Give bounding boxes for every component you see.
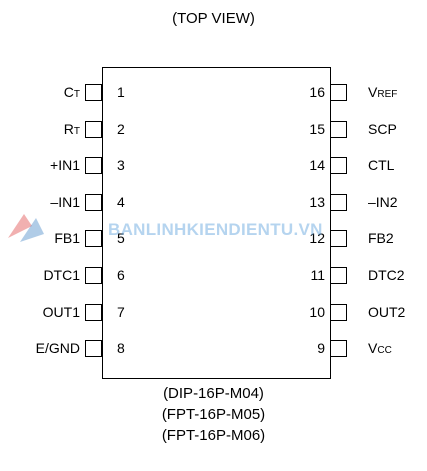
pin-1-lead [85,84,102,101]
pin-15-lead [330,121,347,138]
pin-8-lead [85,340,102,357]
pin-2-subscript: T [73,126,80,137]
pin-9-subscript: CC [377,345,392,356]
pin-6-label: DTC1 [43,267,80,284]
pin-1-label: CT [64,84,80,101]
pin-4-label: –IN1 [50,194,80,211]
pin-11-lead [330,267,347,284]
pin-7-label: OUT1 [43,304,80,321]
pin-5-name: FB1 [54,230,80,246]
pin-13-lead [330,194,347,211]
pin-11-label: DTC2 [368,267,405,284]
pin-1-name: C [63,84,74,100]
pin-6-name: DTC1 [43,267,80,283]
pin-3-name: +IN1 [50,157,80,173]
pin-12-label: FB2 [368,230,394,247]
pin-3-number: 3 [117,157,125,173]
pin-2-name: R [63,121,74,137]
pin-10-label: OUT2 [368,304,405,321]
pin-5-label: FB1 [54,230,80,247]
pin-16-name: V [368,84,378,100]
pin-12-number: 12 [309,230,325,246]
pin-6-lead [85,267,102,284]
pin-16-lead [330,84,347,101]
pin-10-number: 10 [309,304,325,320]
pin-4-lead [85,194,102,211]
pin-13-name: –IN2 [368,194,398,210]
pin-2-label: RT [64,121,80,138]
pin-9-lead [330,340,347,357]
pin-13-label: –IN2 [368,194,398,211]
pin-4-name: –IN1 [50,194,80,210]
pin-3-lead [85,157,102,174]
pin-14-number: 14 [309,157,325,173]
pin-15-name: SCP [368,121,397,137]
pin-5-lead [85,230,102,247]
pin-12-name: FB2 [368,230,394,246]
package-label-3: (FPT-16P-M06) [161,427,266,444]
pin-13-number: 13 [309,194,325,210]
top-view-caption: (TOP VIEW) [172,10,255,27]
pin-12-lead [330,230,347,247]
pin-9-name: V [368,340,378,356]
pin-10-lead [330,304,347,321]
pin-4-number: 4 [117,194,125,210]
pin-2-lead [85,121,102,138]
pin-9-label: VCC [368,340,392,357]
pin-11-number: 11 [310,267,325,283]
pin-14-lead [330,157,347,174]
pin-15-label: SCP [368,121,397,138]
pin-8-label: E/GND [36,340,80,357]
pin-8-name: E/GND [35,340,80,356]
pin-11-name: DTC2 [368,267,405,283]
pin-5-number: 5 [117,230,125,246]
pin-7-name: OUT1 [42,304,80,320]
pin-10-name: OUT2 [368,304,406,320]
pin-15-number: 15 [309,121,325,137]
package-label-2: (FPT-16P-M05) [161,406,266,423]
pin-9-number: 9 [317,340,325,356]
pin-16-number: 16 [309,84,325,100]
pin-7-number: 7 [117,304,125,320]
ic-package-body [102,67,331,379]
pin-3-label: +IN1 [50,157,80,174]
pin-6-number: 6 [117,267,125,283]
pin-16-subscript: REF [377,89,398,100]
pin-1-subscript: T [73,89,80,100]
pin-2-number: 2 [117,121,125,137]
pin-16-label: VREF [368,84,397,101]
pin-14-name: CTL [368,157,395,173]
watermark-logo-icon [8,214,44,242]
pin-14-label: CTL [368,157,394,174]
package-label-1: (DIP-16P-M04) [163,385,264,402]
pin-8-number: 8 [117,340,125,356]
pin-7-lead [85,304,102,321]
pin-1-number: 1 [117,84,125,100]
